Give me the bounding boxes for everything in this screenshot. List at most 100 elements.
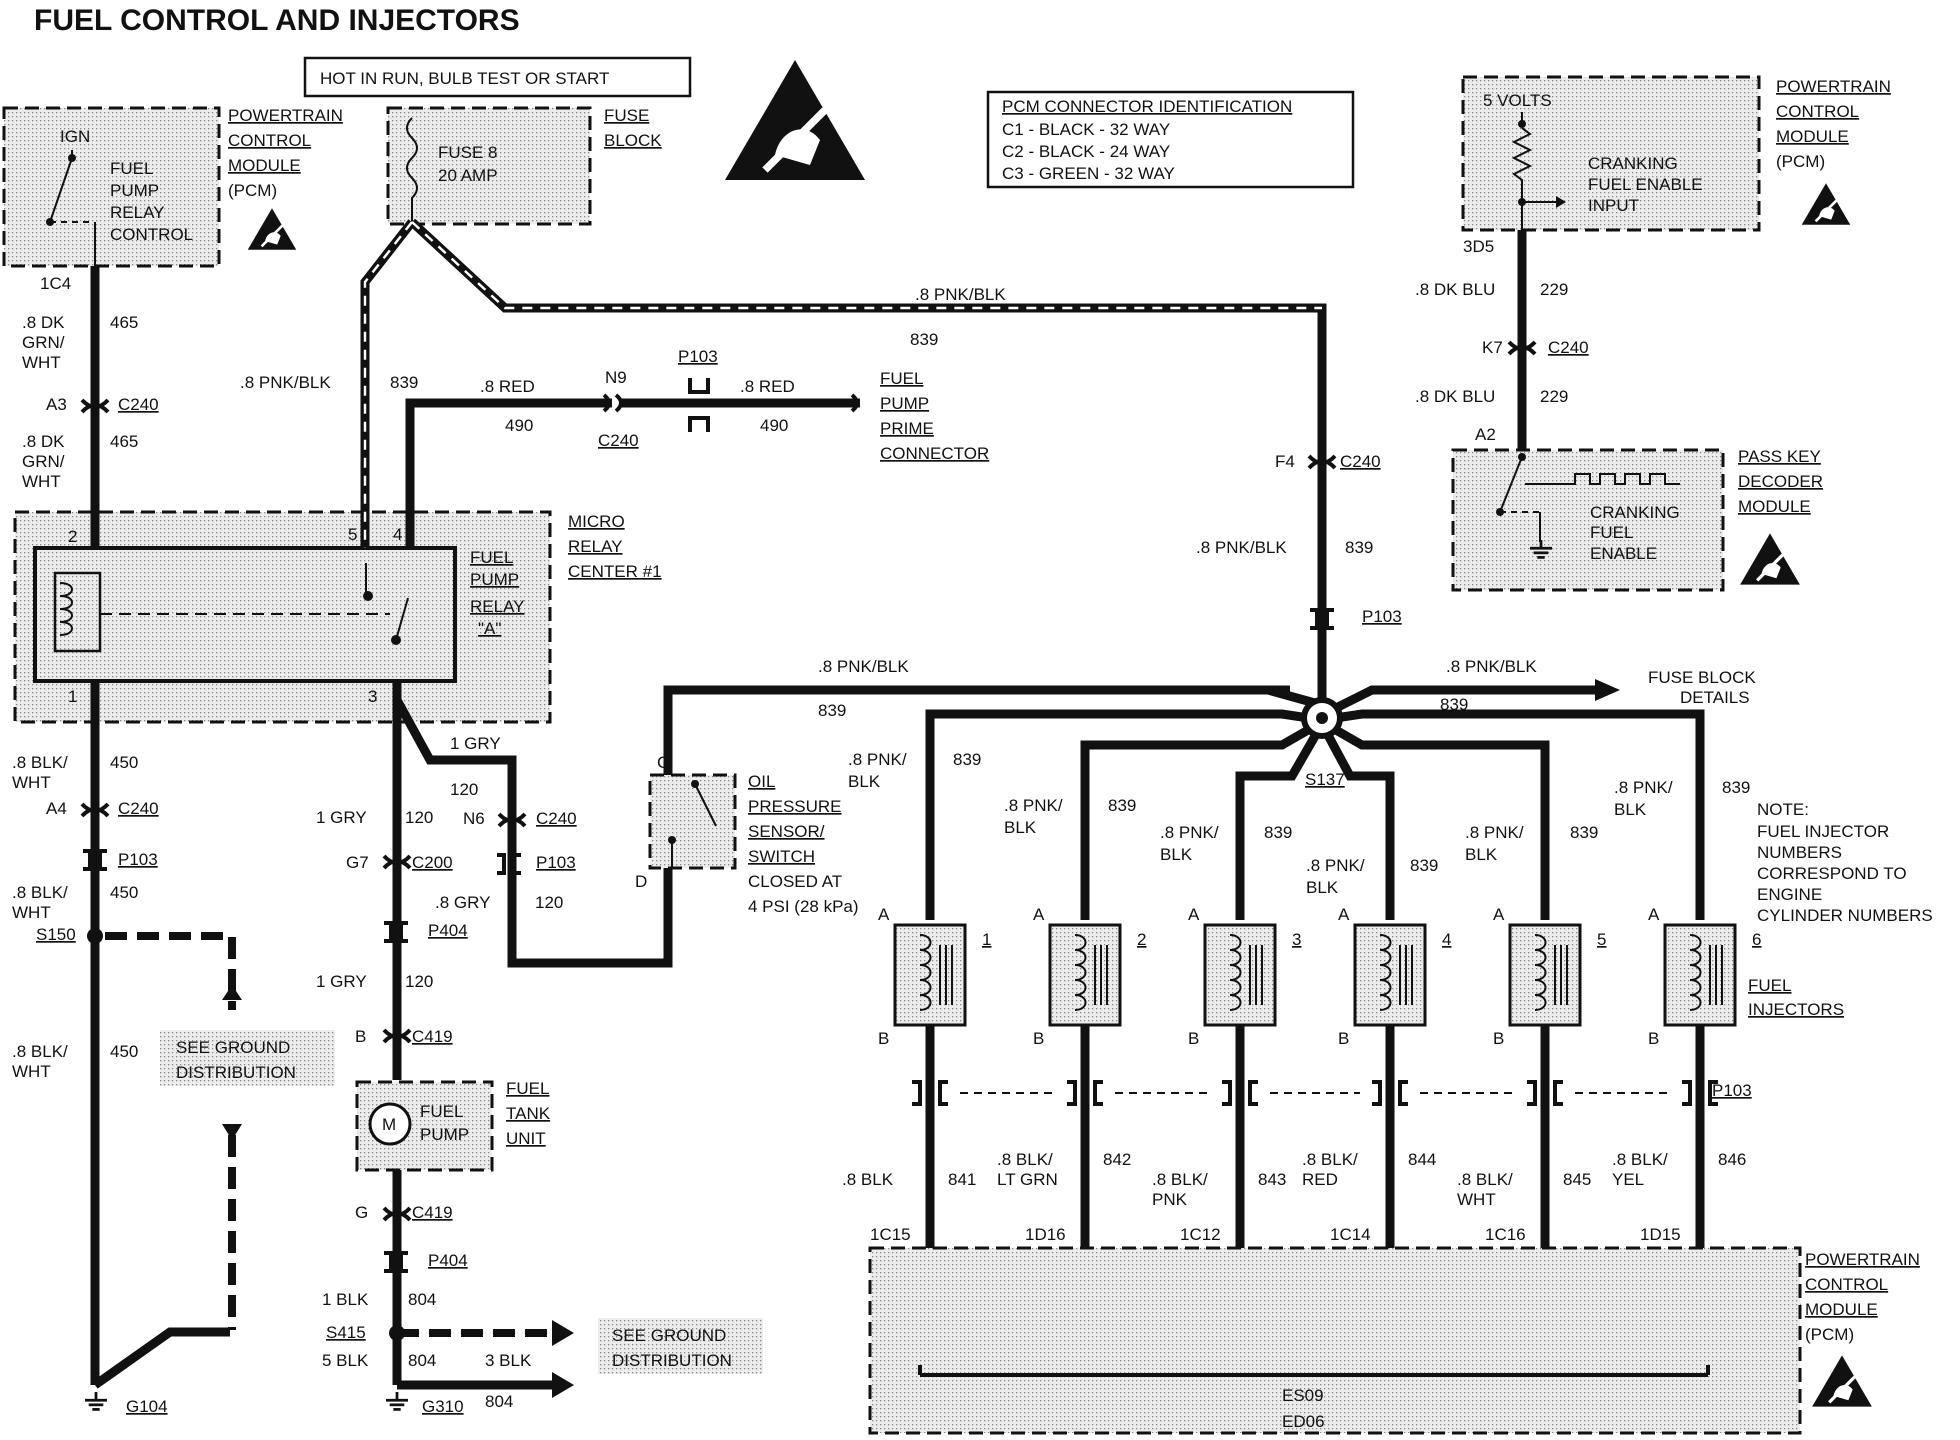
pin-3d5: 3D5: [1463, 237, 1494, 256]
wire-label: .8 PNK/: [848, 750, 907, 769]
fuel-pump-relay-title-3: RELAY: [470, 597, 525, 616]
pcm-top-title-4: (PCM): [228, 181, 277, 200]
fuel-pump-relay-title-2: PUMP: [470, 570, 519, 589]
note-text: CYLINDER NUMBERS: [1757, 906, 1933, 925]
circuit-450: 450: [110, 753, 138, 772]
wire-label: .8 BLK/: [12, 1042, 68, 1061]
wire-label: 5 BLK: [322, 1351, 369, 1370]
fuse-block-title-1: FUSE: [604, 106, 649, 125]
esd-icon: [1810, 1353, 1874, 1409]
injector-4-pin-b: B: [1338, 1029, 1349, 1048]
motor-icon: M: [382, 1115, 396, 1134]
wire-label: .8 RED: [740, 377, 795, 396]
injector-3-core-icon: [1249, 945, 1263, 1005]
relay-pin-4: 4: [393, 525, 402, 544]
pcm-connector-id-box: [986, 90, 1355, 189]
injector-3-coil-icon: [1229, 934, 1242, 1011]
fuse-rating-2: 20 AMP: [438, 166, 498, 185]
wire-label: BLK: [1465, 845, 1498, 864]
wire-label: .8 PNK/: [1614, 778, 1673, 797]
fuse-block-title-2: BLOCK: [604, 131, 662, 150]
wire-label: WHT: [12, 773, 51, 792]
wire-label: BLK: [848, 772, 881, 791]
circuit-839: 839: [1345, 538, 1373, 557]
p404-label: P404: [428, 1251, 468, 1270]
fuel-pump-text: FUEL: [420, 1102, 463, 1121]
injector-2-pin-b: B: [1033, 1029, 1044, 1048]
injector-2-wire-label: .8 BLK/: [997, 1150, 1053, 1169]
c419-label: C419: [412, 1203, 453, 1222]
injector-4-wire-label-2: RED: [1302, 1170, 1338, 1189]
micro-relay-center: [13, 510, 552, 724]
diagram-title: FUEL CONTROL AND INJECTORS: [34, 4, 520, 37]
wire-label: .8 BLK/: [12, 883, 68, 902]
oil-title-4: SWITCH: [748, 847, 815, 866]
circuit-465: 465: [110, 432, 138, 451]
passkey-title-3: MODULE: [1738, 497, 1811, 516]
wire-label: WHT: [12, 903, 51, 922]
wire-label: WHT: [22, 353, 61, 372]
fuel-pump-text: PUMP: [420, 1125, 469, 1144]
pcm-top-title-3: MODULE: [228, 156, 301, 175]
relay-center-title-1: MICRO: [568, 512, 625, 531]
pin-a2: A2: [1475, 425, 1496, 444]
injector-5-core-icon: [1554, 945, 1568, 1005]
splice-s137-label: S137: [1305, 770, 1345, 789]
pcm-top-text-4: CONTROL: [110, 225, 193, 244]
injector-6-coil-icon: [1689, 934, 1702, 1011]
injector-2-p103-connector: [1067, 1080, 1103, 1106]
injector-1-wire-label: .8 BLK: [842, 1170, 894, 1189]
wire-label: GRN/: [22, 333, 65, 352]
p103-label: P103: [536, 853, 576, 872]
wire-label: 1 BLK: [322, 1290, 369, 1309]
injector-6-pin-a: A: [1648, 905, 1660, 924]
injector-1-pin-a: A: [878, 905, 890, 924]
wire-label: 3 BLK: [485, 1351, 532, 1370]
wire-label: BLK: [1160, 845, 1193, 864]
pin-n6: N6: [463, 809, 485, 828]
relay-pin-3: 3: [368, 687, 377, 706]
circuit-450: 450: [110, 883, 138, 902]
ign-label: IGN: [60, 127, 90, 146]
ground-es09: ES09: [1282, 1386, 1324, 1405]
injector-5-pin-b: B: [1493, 1029, 1504, 1048]
injector-5-wire-label-2: WHT: [1457, 1190, 1496, 1209]
wire-label: .8 PNK/: [1465, 823, 1524, 842]
five-volts-label: 5 VOLTS: [1483, 91, 1552, 110]
pcm-top-text-3: RELAY: [110, 203, 165, 222]
see-ground-text: DISTRIBUTION: [176, 1063, 296, 1082]
pcm-right-title-3: MODULE: [1776, 127, 1849, 146]
p103-label: P103: [118, 850, 158, 869]
fuse-details-text: FUSE BLOCK: [1648, 668, 1756, 687]
pin-f4: F4: [1275, 452, 1295, 471]
note-text: CORRESPOND TO: [1757, 864, 1907, 883]
relay-pin-5: 5: [348, 525, 357, 544]
injector-6-pin-b: B: [1648, 1029, 1659, 1048]
injector-6-wire-label-2: YEL: [1612, 1170, 1644, 1189]
see-ground-distribution: [598, 1318, 763, 1374]
fuse-block: FUSE 8 20 AMP: [386, 106, 592, 226]
fuse-rating-1: FUSE 8: [438, 143, 498, 162]
p103-label: P103: [1712, 1081, 1752, 1100]
circuit-839: 839: [1722, 778, 1750, 797]
circuit-120: 120: [405, 808, 433, 827]
injector-4-p103-connector: [1372, 1080, 1408, 1106]
fuel-pump-relay-title-4: "A": [478, 619, 501, 638]
injector-2-circuit: 842: [1103, 1150, 1131, 1169]
pcm-connector-c3: C3 - GREEN - 32 WAY: [1002, 164, 1175, 183]
oil-title-3: SENSOR/: [748, 822, 825, 841]
wire-label: WHT: [22, 472, 61, 491]
injector-1-p103-connector: [912, 1080, 948, 1106]
ground-ed06: ED06: [1282, 1412, 1325, 1431]
injector-3-pin-b: B: [1188, 1029, 1199, 1048]
p404-label: P404: [428, 921, 468, 940]
see-ground-distribution: [160, 1030, 335, 1086]
passkey-title-2: DECODER: [1738, 472, 1823, 491]
circuit-804: 804: [408, 1290, 436, 1309]
pcm-injector-control: [868, 1246, 1802, 1435]
wire-label: .8 PNK/BLK: [1446, 657, 1537, 676]
p103-label: P103: [678, 347, 718, 366]
pcm-right-title-2: CONTROL: [1776, 102, 1859, 121]
hot-note-box: [303, 56, 692, 98]
